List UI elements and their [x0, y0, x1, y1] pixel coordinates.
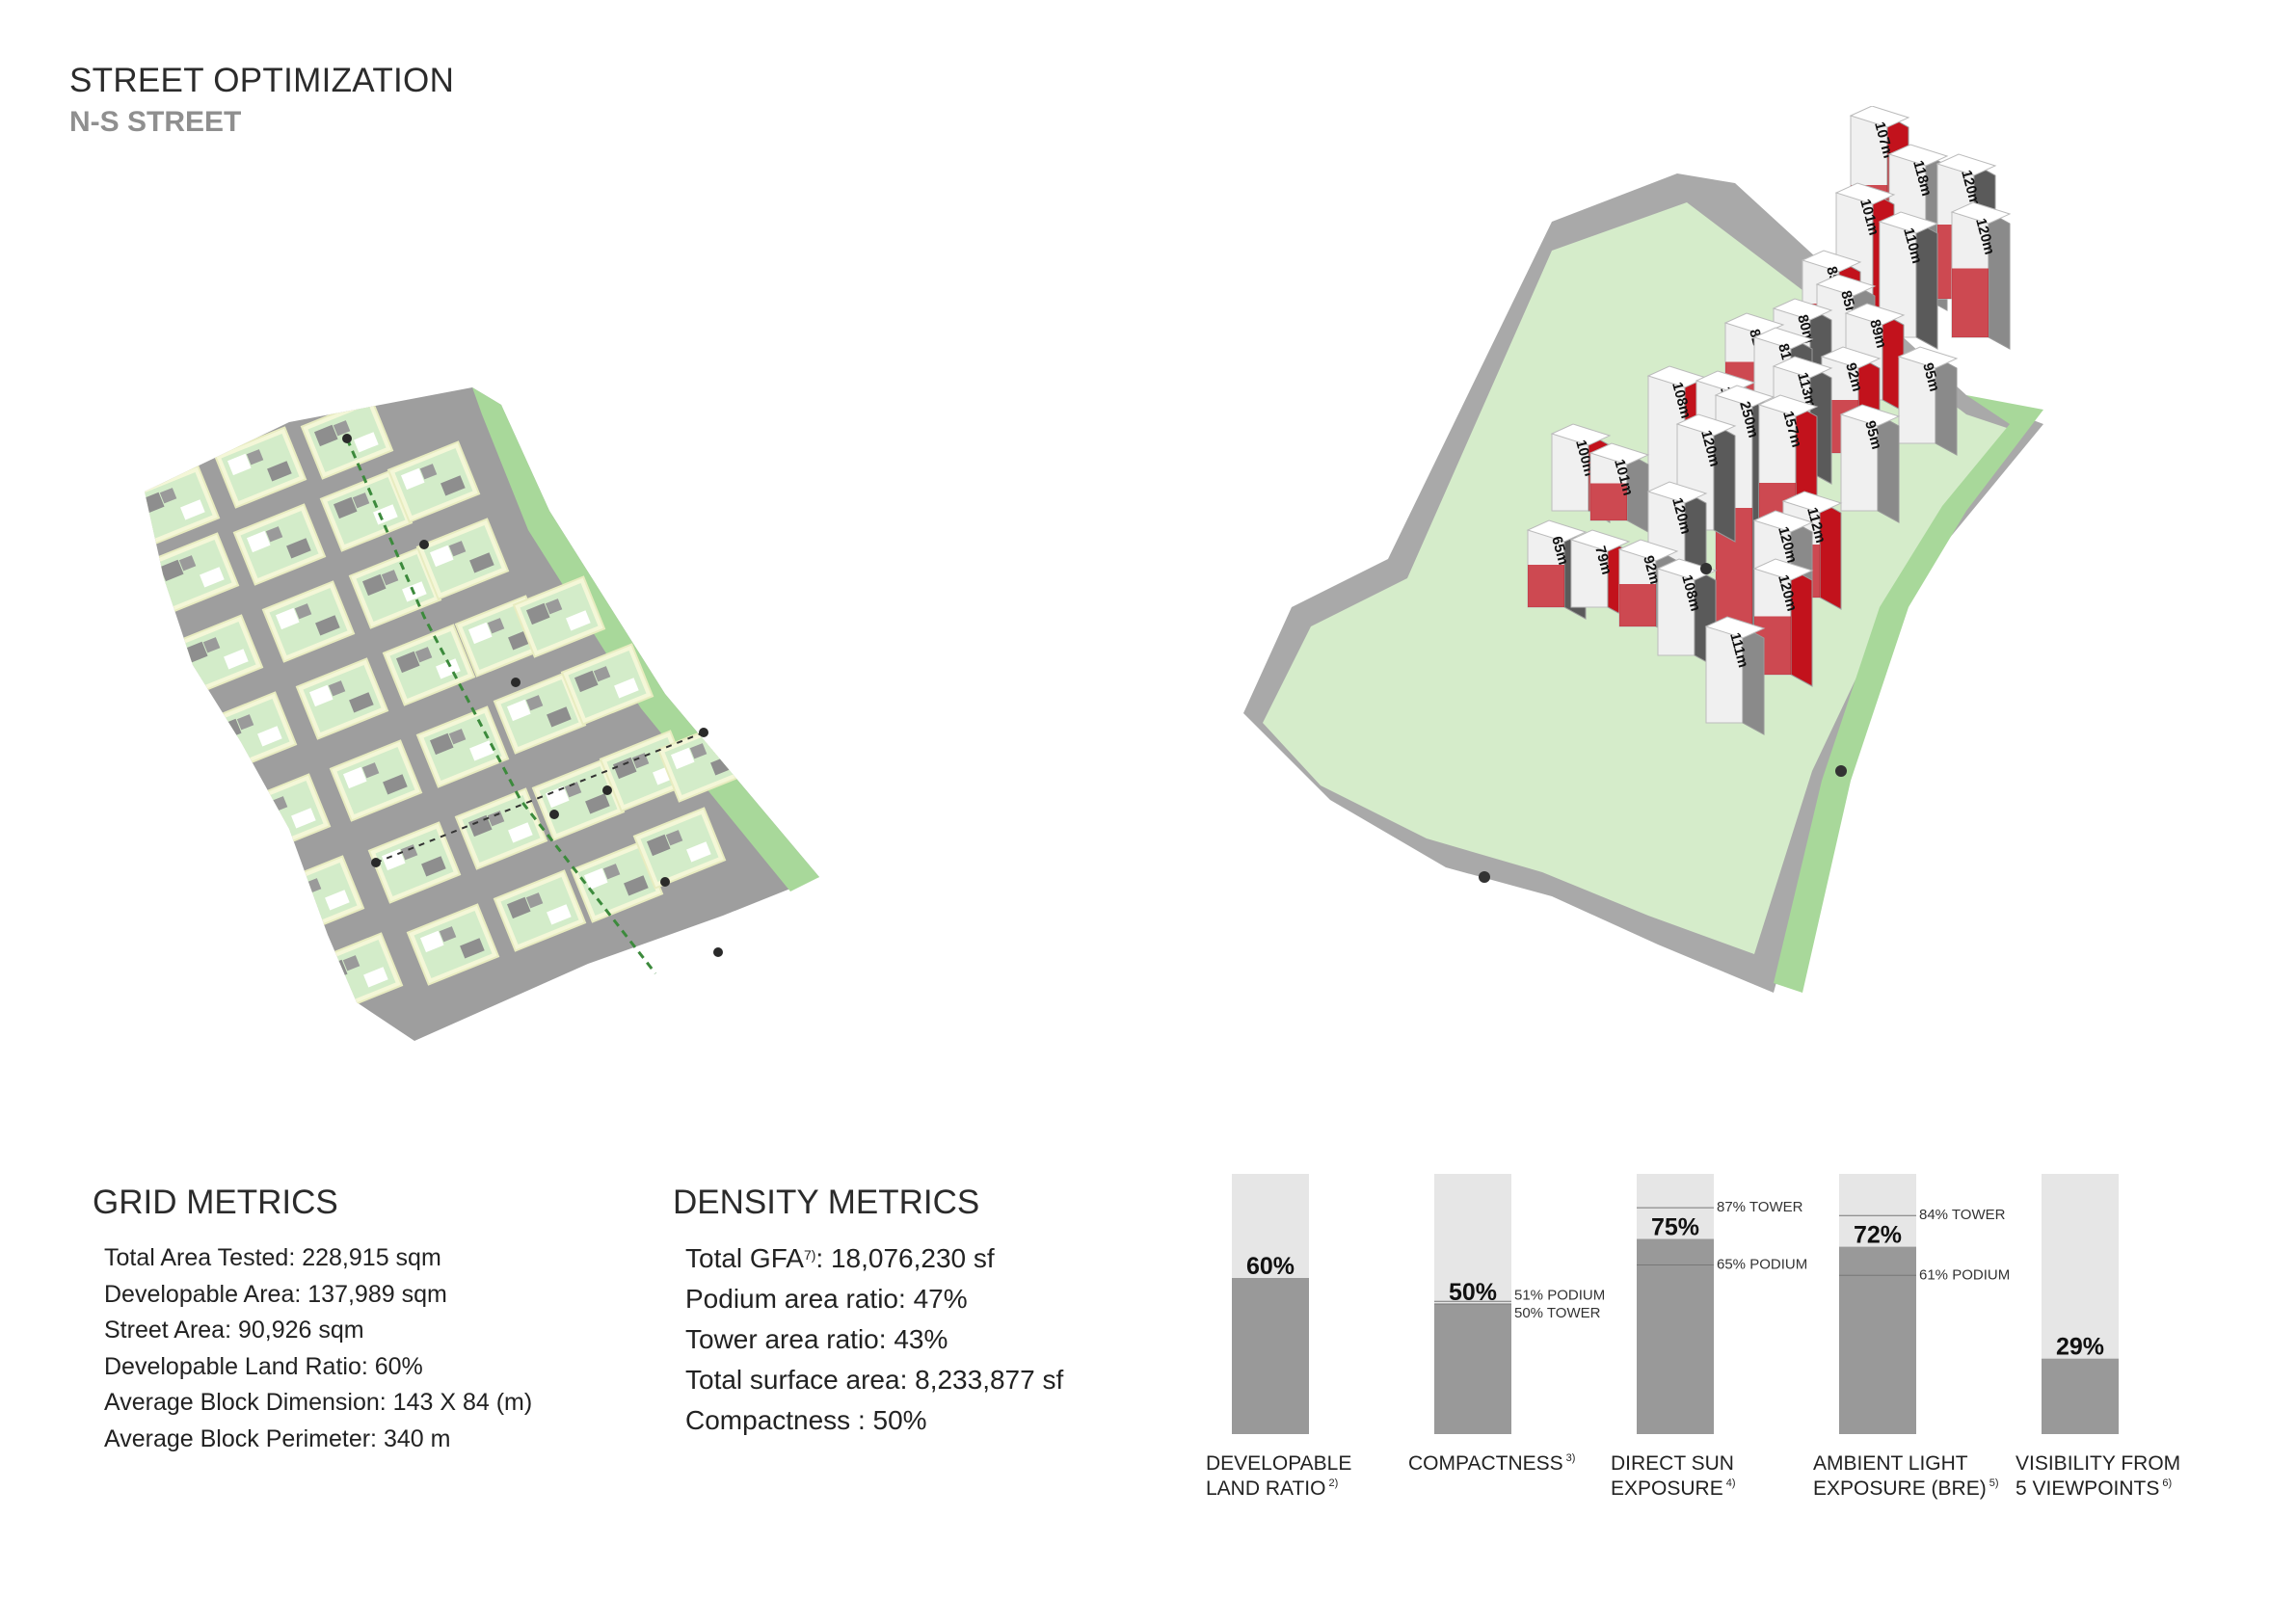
plan-block: [406, 903, 500, 986]
plan-block: [348, 546, 442, 629]
plan-block: [454, 787, 548, 870]
street-plan-diagram: [145, 387, 819, 1041]
plan-block: [531, 758, 626, 841]
towers-group: 107m118m120m101m120m110m85m85m80m89m82m8…: [1526, 106, 2012, 735]
density-metrics-heading: DENSITY METRICS: [673, 1184, 980, 1221]
bar-group: 72% 84% TOWER 61% PODIUM AMBIENT LIGHTEXPOS…: [1813, 1174, 2010, 1500]
plan-block: [382, 624, 476, 706]
bar-category-label: DEVELOPABLE: [1206, 1452, 1351, 1475]
plan-block: [213, 426, 307, 509]
bar-footnote: 3): [1566, 1452, 1576, 1464]
bar-fill: [1839, 1246, 1916, 1434]
tower: 95m: [1839, 404, 1901, 523]
bar-value-label: 29%: [2056, 1334, 2104, 1361]
page-title: STREET OPTIMIZATION: [69, 62, 455, 99]
annotation-label: 65% PODIUM: [1717, 1257, 1807, 1273]
plan-block: [493, 869, 587, 952]
ns-street-path: [345, 438, 657, 974]
grid-metric-item: Street Area: 90,926 sqm: [104, 1317, 364, 1344]
plan-block: [512, 575, 606, 658]
annotation-label: 51% PODIUM: [1514, 1287, 1605, 1303]
bar-value-label: 60%: [1246, 1253, 1295, 1280]
bar-fill: [2042, 1358, 2119, 1434]
density-metric-gfa: Total GFA7): 18,076,230 sf: [685, 1238, 1063, 1279]
gfa-label: Total GFA: [685, 1243, 804, 1273]
page-subtitle: N-S STREET: [69, 106, 242, 138]
density-metrics-list: Total GFA7): 18,076,230 sf Podium area r…: [685, 1238, 1063, 1441]
green-edge-street: [472, 387, 819, 891]
grid-metric-item: Total Area Tested: 228,915 sqm: [104, 1244, 441, 1271]
plan-block: [493, 672, 587, 755]
green-edge-street-3d: [1774, 395, 2043, 993]
viewpoint-markers: [1479, 563, 1847, 883]
bar-value-label: 50%: [1449, 1279, 1497, 1306]
bar-category-label: DIRECT SUN: [1611, 1452, 1734, 1475]
plan-block: [560, 643, 654, 726]
annotation-label: 84% TOWER: [1919, 1207, 2006, 1223]
bar-category-label: VISIBILITY FROM: [2016, 1452, 2180, 1475]
tower: 111m: [1704, 616, 1766, 735]
plan-block: [387, 440, 481, 523]
grid-metric-item: Average Block Perimeter: 340 m: [104, 1424, 451, 1452]
gfa-footnote: 7): [803, 1247, 816, 1263]
grid-metrics-heading: GRID METRICS: [93, 1184, 338, 1221]
street-nodes: [342, 434, 723, 957]
grid-metric-item: Average Block Dimension: 143 X 84 (m): [104, 1389, 533, 1416]
bar-fill: [1637, 1238, 1714, 1434]
plan-block: [170, 614, 264, 697]
bar-footnote: 2): [1328, 1477, 1338, 1489]
tower: 120m: [1752, 558, 1814, 687]
density-metric-item: Tower area ratio: 43%: [685, 1324, 948, 1354]
bar-category-label: EXPOSURE (BRE)5): [1813, 1477, 1998, 1500]
bar-group: 75% 87% TOWER 65% PODIUM DIRECT SUNEXPOSURE…: [1611, 1174, 1807, 1500]
plan-block: [415, 705, 510, 788]
grid-metrics-list: Total Area Tested: 228,915 sqm Developab…: [104, 1240, 532, 1457]
bar-value-label: 72%: [1854, 1222, 1902, 1249]
bar-fill: [1434, 1304, 1511, 1434]
grid-metric-item: Developable Area: 137,989 sqm: [104, 1280, 447, 1308]
density-metric-item: Total surface area: 8,233,877 sf: [685, 1365, 1064, 1395]
annotation-label: 61% PODIUM: [1919, 1266, 2010, 1283]
gfa-value: : 18,076,230 sf: [815, 1243, 995, 1273]
bar-value-label: 75%: [1651, 1214, 1699, 1241]
massing-3d-diagram: 107m118m120m101m120m110m85m85m80m89m82m8…: [1243, 106, 2043, 993]
bar-category-label: AMBIENT LIGHT: [1813, 1452, 1968, 1475]
bar-footnote: 4): [1726, 1477, 1736, 1489]
plan-block: [632, 807, 727, 890]
grid-metric-item: Developable Land Ratio: 60%: [104, 1352, 423, 1380]
ew-street-path: [375, 732, 705, 864]
plan-block: [329, 739, 423, 822]
tower: 120m: [1950, 201, 2012, 350]
density-metric-item: Podium area ratio: 47%: [685, 1284, 968, 1314]
bar-fill: [1232, 1278, 1309, 1434]
tower: 101m: [1589, 442, 1650, 533]
plan-block: [261, 580, 356, 663]
plan-block: [232, 503, 327, 586]
tower: 95m: [1897, 346, 1959, 456]
bar-footnote: 6): [2162, 1477, 2172, 1489]
density-metric-item: Compactness : 50%: [685, 1405, 927, 1435]
plan-block: [415, 518, 510, 600]
plan-block: [295, 657, 389, 740]
annotation-label: 50% TOWER: [1514, 1305, 1601, 1321]
bar-footnote: 5): [1989, 1477, 1999, 1489]
annotation-label: 87% TOWER: [1717, 1199, 1803, 1215]
